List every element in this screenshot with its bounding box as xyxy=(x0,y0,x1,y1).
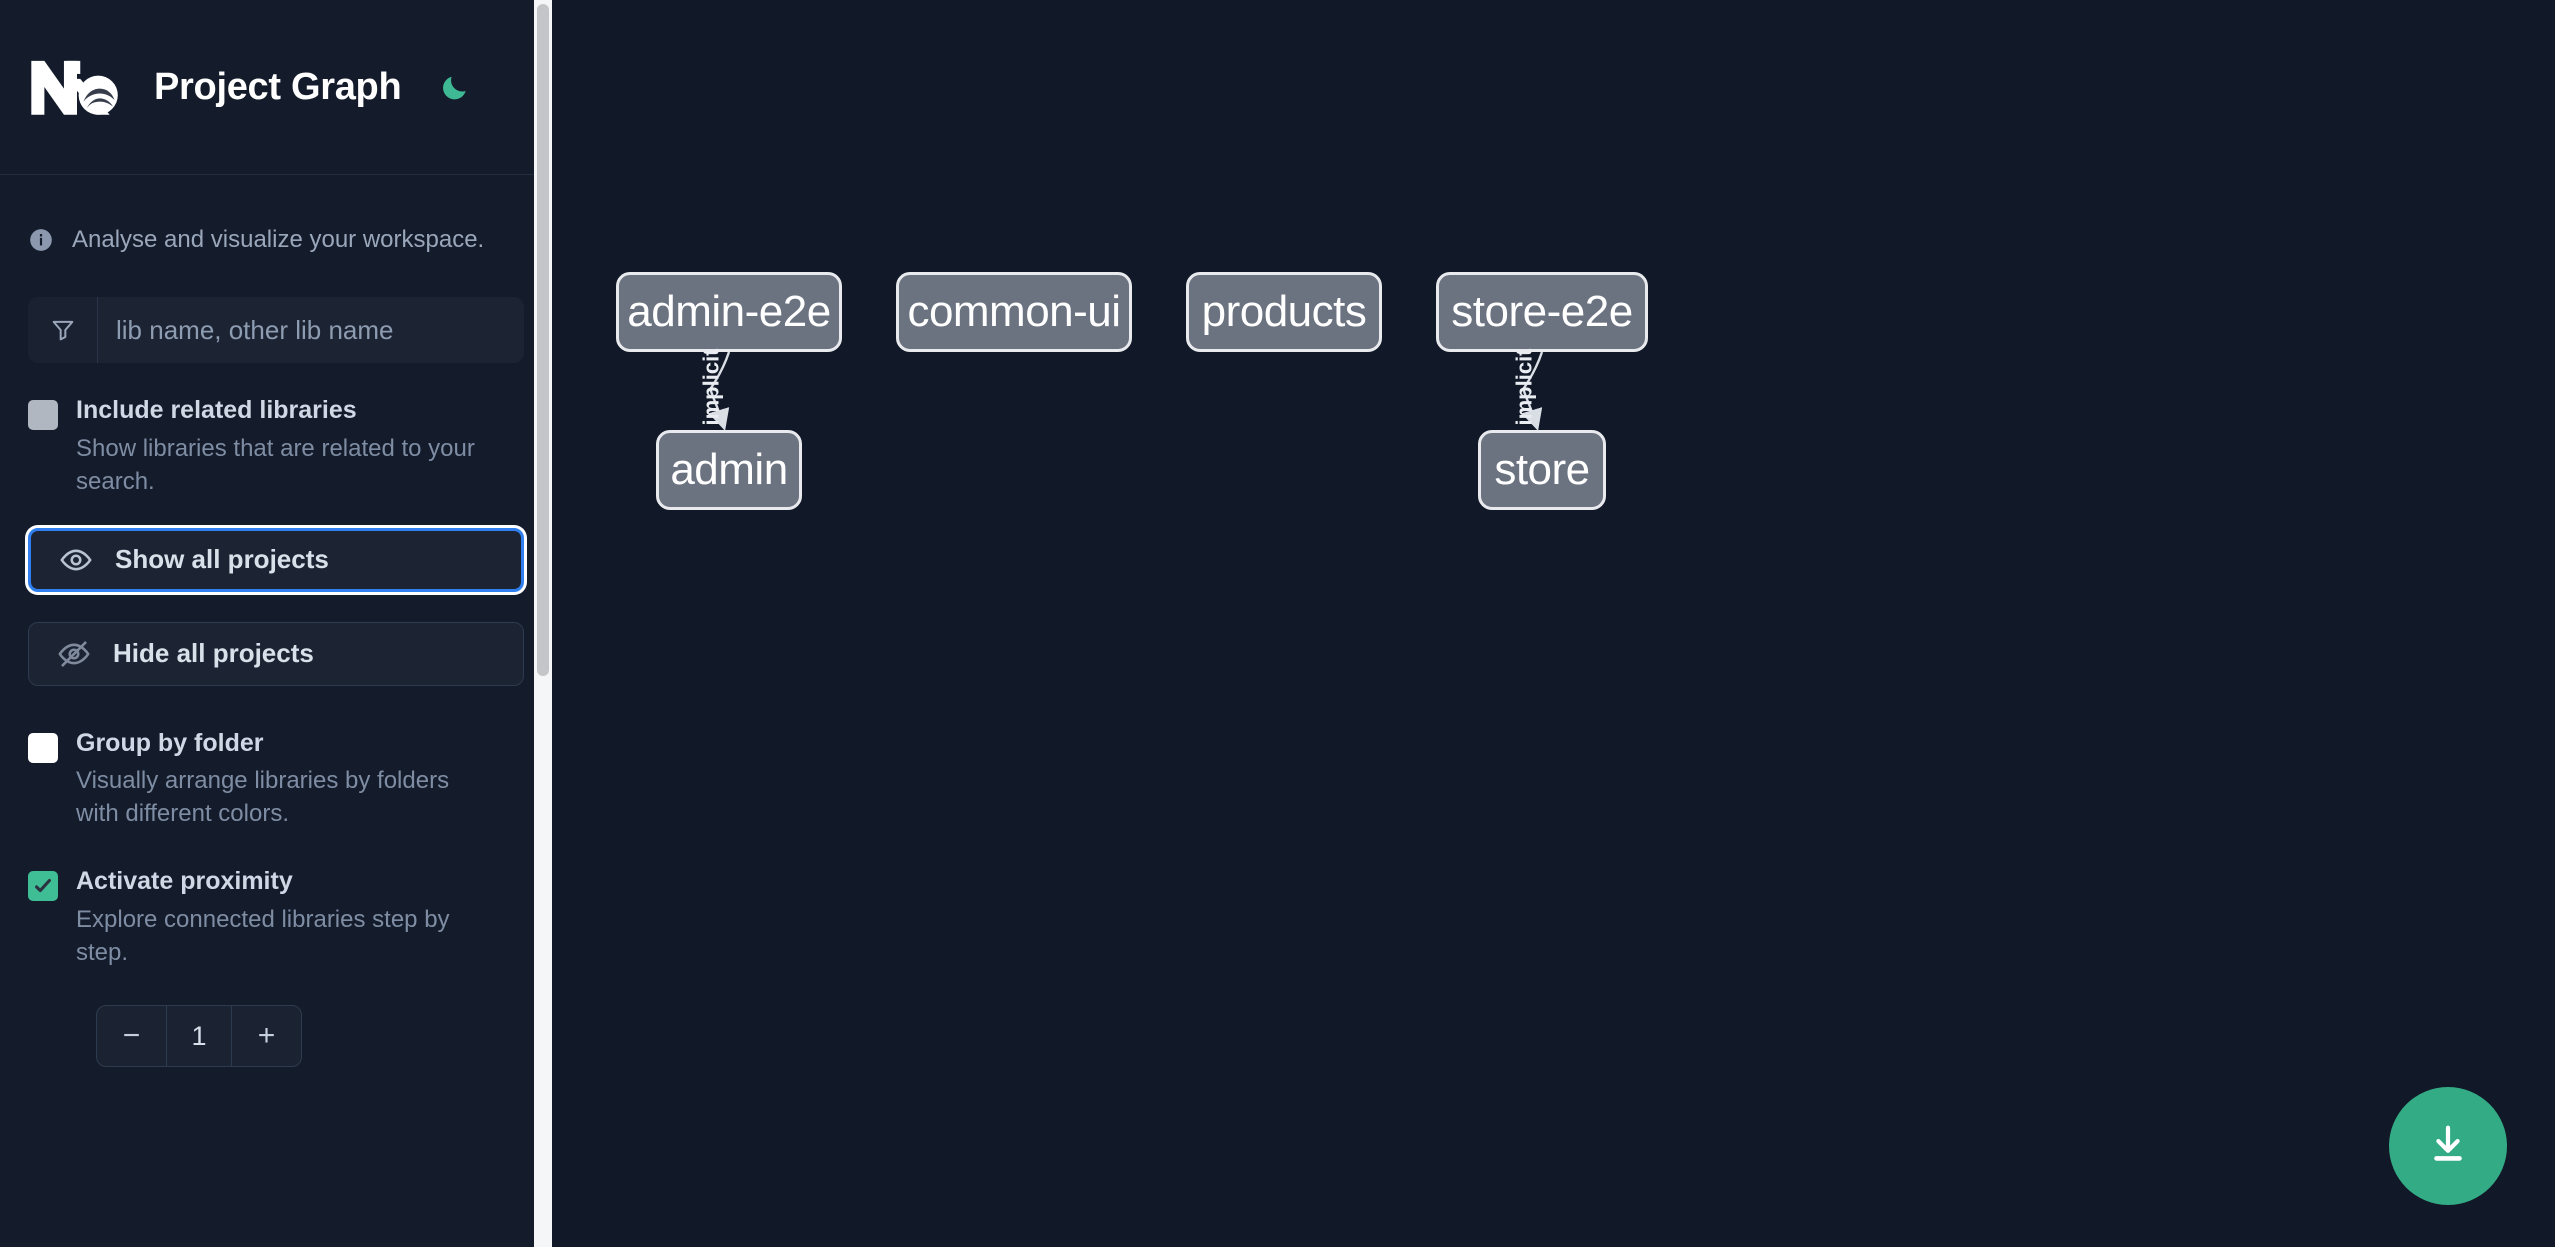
option-activate-proximity[interactable]: Activate proximity Explore connected lib… xyxy=(28,868,524,969)
sidebar-body: Include related libraries Show libraries… xyxy=(0,297,552,1068)
graph-node-store-e2e[interactable]: store-e2e xyxy=(1436,272,1648,352)
page-title: Project Graph xyxy=(154,65,402,108)
eye-icon xyxy=(59,543,93,577)
show-all-projects-button[interactable]: Show all projects xyxy=(28,527,524,592)
graph-node-common-ui[interactable]: common-ui xyxy=(896,272,1132,352)
option-group-by-folder[interactable]: Group by folder Visually arrange librari… xyxy=(28,728,524,831)
funnel-icon xyxy=(28,297,98,363)
graph-node-label: common-ui xyxy=(907,287,1121,336)
download-icon xyxy=(2425,1122,2471,1171)
graph-edges xyxy=(708,351,1544,431)
group-by-folder-checkbox[interactable] xyxy=(28,732,58,763)
proximity-increment-button[interactable]: + xyxy=(257,1019,276,1053)
graph-edge-store-e2e-to-store xyxy=(1521,351,1544,431)
graph-node-label: products xyxy=(1201,287,1367,336)
tagline: Analyse and visualize your workspace. xyxy=(0,175,552,271)
sidebar-header: Project Graph xyxy=(0,0,552,175)
option-title: Include related libraries xyxy=(76,396,357,424)
graph-canvas[interactable]: admin-e2e common-ui products store-e2e admin… xyxy=(552,0,2555,1247)
filter-input[interactable] xyxy=(98,297,524,363)
activate-proximity-checkbox[interactable] xyxy=(28,871,58,902)
proximity-stepper: − 1 + xyxy=(96,1005,302,1068)
info-icon xyxy=(28,227,54,253)
sidebar-scrollbar-track[interactable] xyxy=(534,0,552,1247)
proximity-decrement-button[interactable]: − xyxy=(122,1019,141,1053)
show-all-projects-label: Show all projects xyxy=(115,544,329,575)
tagline-text: Analyse and visualize your workspace. xyxy=(72,226,485,253)
graph-node-label: admin xyxy=(670,445,788,494)
filter-row xyxy=(28,297,524,363)
proximity-value[interactable]: 1 xyxy=(166,1006,232,1067)
option-description: Explore connected libraries step by step… xyxy=(76,905,450,967)
include-related-libraries-checkbox[interactable] xyxy=(28,400,58,430)
hide-all-projects-label: Hide all projects xyxy=(113,638,314,669)
graph-node-label: store xyxy=(1494,445,1590,494)
sidebar: Project Graph Analyse and visualize your… xyxy=(0,0,552,1247)
graph-node-store[interactable]: store xyxy=(1478,430,1606,510)
option-title: Group by folder xyxy=(76,728,264,757)
graph-node-label: store-e2e xyxy=(1451,287,1633,336)
nx-logo-icon xyxy=(28,56,126,118)
graph-node-admin[interactable]: admin xyxy=(656,430,802,510)
graph-node-products[interactable]: products xyxy=(1186,272,1382,352)
option-title: Activate proximity xyxy=(76,867,293,896)
hide-all-projects-button[interactable]: Hide all projects xyxy=(28,621,524,686)
eye-off-icon xyxy=(57,637,91,671)
graph-node-label: admin-e2e xyxy=(627,287,831,336)
graph-node-admin-e2e[interactable]: admin-e2e xyxy=(616,272,842,352)
moon-icon[interactable] xyxy=(433,65,477,109)
option-description: Visually arrange libraries by folders wi… xyxy=(76,767,450,828)
option-description: Show libraries that are related to your … xyxy=(76,434,475,495)
download-button[interactable] xyxy=(2389,1087,2507,1205)
graph-edge-admin-e2e-to-admin xyxy=(708,351,731,431)
option-include-related-libraries[interactable]: Include related libraries Show libraries… xyxy=(28,396,524,498)
sidebar-scrollbar-thumb[interactable] xyxy=(537,4,549,676)
